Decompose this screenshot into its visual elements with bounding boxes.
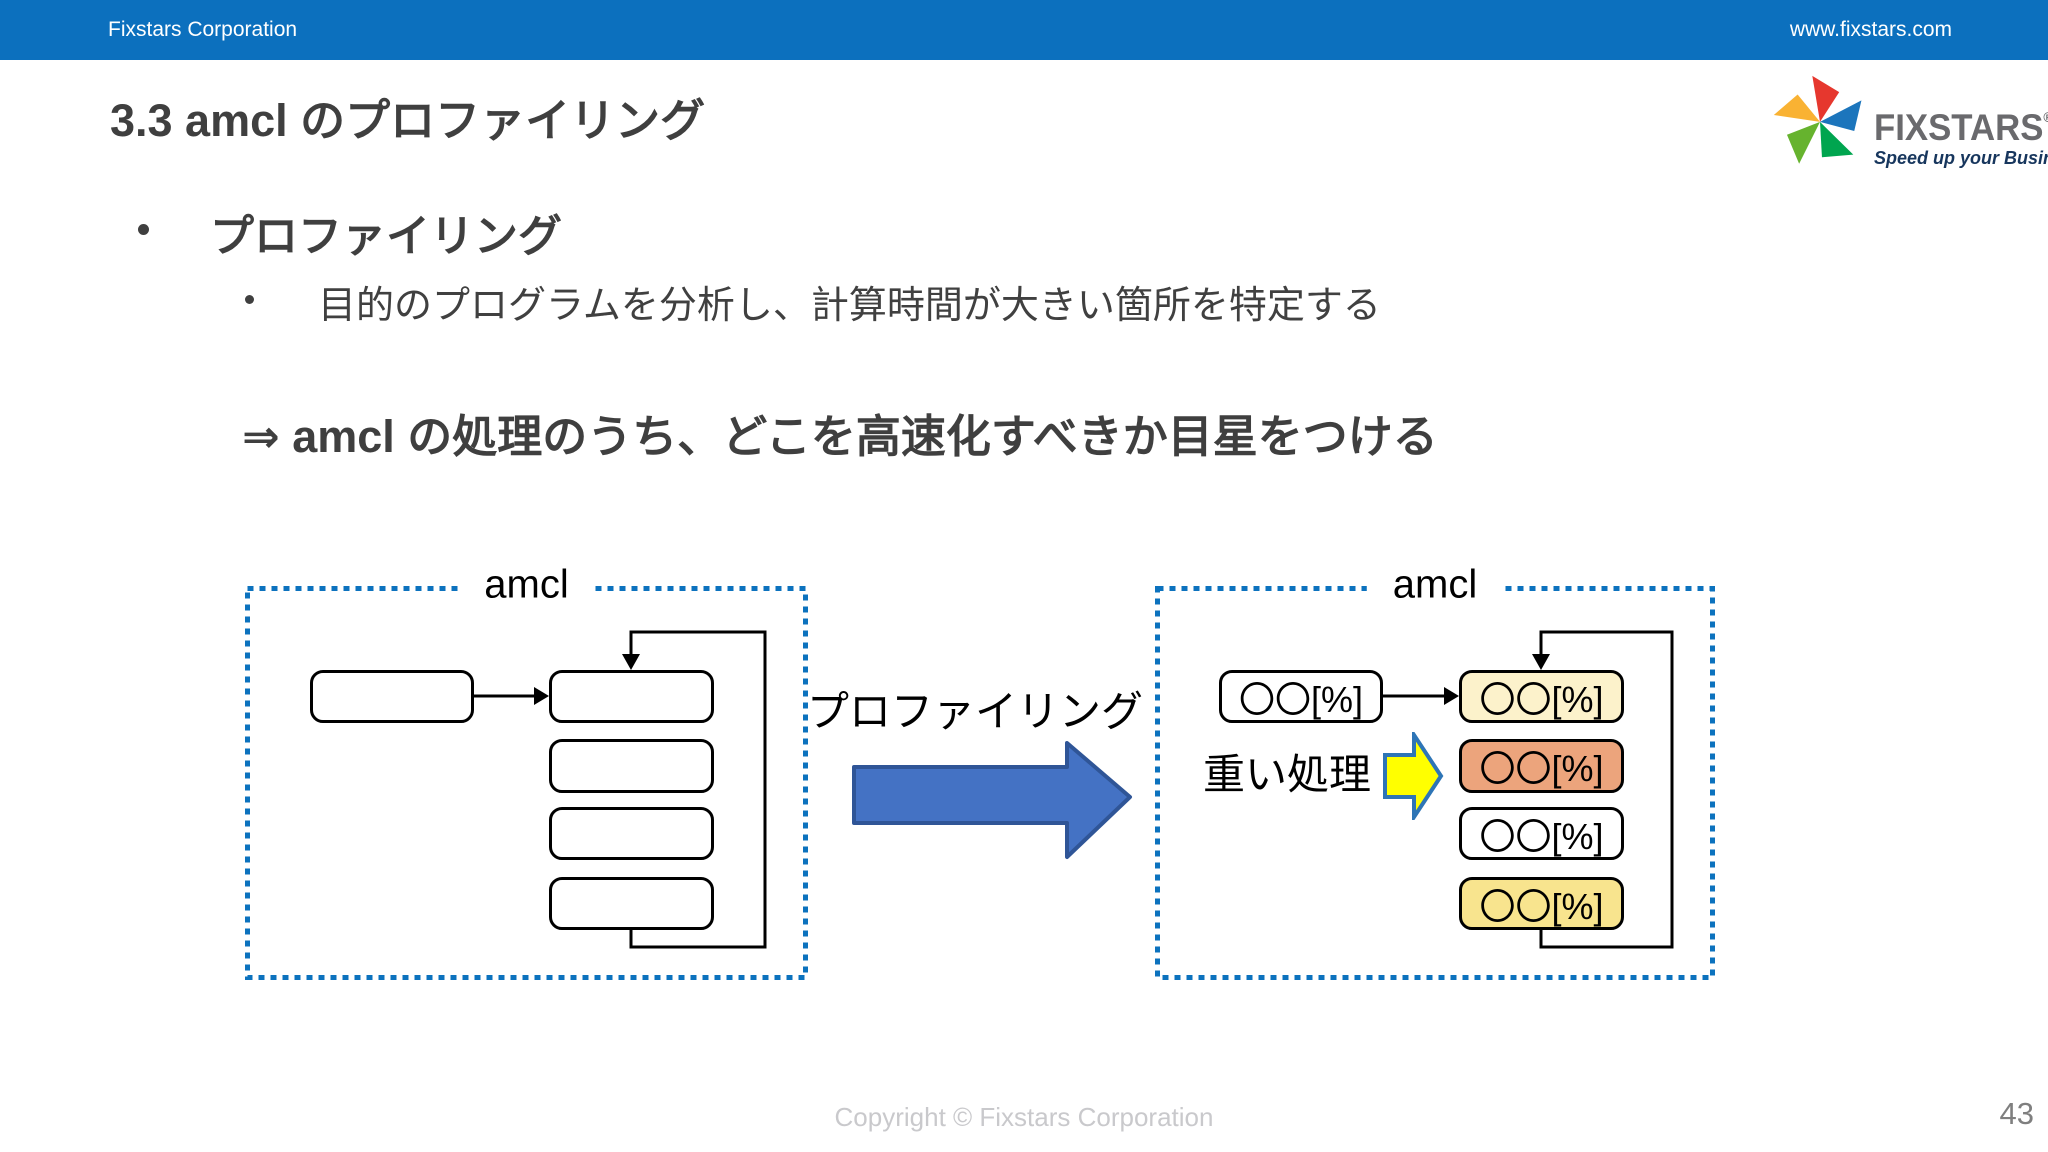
sub-bullet-icon — [245, 295, 254, 304]
brand-tagline: Speed up your Business — [1874, 148, 2048, 168]
header-bar: Fixstars Corporation www.fixstars.com — [0, 0, 2048, 60]
process-step — [549, 807, 714, 860]
bullet-profiling: プロファイリング — [210, 212, 562, 261]
process-step: 〇〇[%] — [1459, 807, 1624, 860]
footer-copyright: Copyright © Fixstars Corporation — [834, 1102, 1214, 1132]
loop-arrowhead-icon — [622, 654, 640, 670]
registered-mark: ® — [2043, 109, 2048, 125]
loop-arrowhead-icon — [1532, 654, 1550, 670]
star-icon — [1773, 75, 1862, 164]
company-name: Fixstars Corporation — [108, 18, 298, 41]
logo-texts: FIXSTARS® Speed up your Business — [1868, 72, 2048, 172]
website-link[interactable]: www.fixstars.com — [1789, 18, 1952, 41]
conclusion-text: ⇒ amcl の処理のうち、どこを高速化すべきか目星をつける — [242, 411, 1438, 462]
amcl-label: amcl — [1366, 562, 1504, 608]
heavy-process-label: 重い処理 — [1202, 751, 1371, 798]
process-step: 〇〇[%] — [1459, 877, 1624, 930]
process-step — [549, 670, 714, 723]
page-number: 43 — [1999, 1096, 2034, 1131]
input-box — [310, 670, 474, 723]
heavy-arrow-icon — [1383, 732, 1444, 820]
process-step — [549, 739, 714, 793]
dotted-border — [245, 586, 808, 980]
input-box: 〇〇[%] — [1219, 670, 1383, 723]
loop-arrow — [629, 630, 767, 949]
amcl-box-frame — [245, 586, 808, 980]
amcl-box-before: amcl — [245, 562, 808, 980]
amcl-label: amcl — [458, 562, 595, 608]
bullet-icon — [138, 224, 149, 235]
process-step-heavy: 〇〇[%] — [1459, 739, 1624, 793]
profiling-arrow-icon — [852, 741, 1132, 859]
fixstars-logo: FIXSTARS® Speed up your Business — [1772, 72, 2048, 172]
sub-bullet-text: 目的のプログラムを分析し、計算時間が大きい箇所を特定する — [318, 285, 1381, 327]
process-step — [549, 877, 714, 930]
profiling-label: プロファイリング — [806, 688, 1143, 735]
connector-arrowhead-icon — [1444, 687, 1459, 705]
page-title: 3.3 amcl のプロファイリング — [110, 95, 706, 146]
process-step: 〇〇[%] — [1459, 670, 1624, 723]
loop-arrow — [1539, 630, 1674, 949]
brand-wordmark: FIXSTARS® — [1874, 100, 2048, 146]
connector-arrowhead-icon — [534, 687, 549, 705]
amcl-box-after: amcl 〇〇[%] 〇〇[%] 〇〇[%] 〇〇[%] 〇〇[%] 重い処理 — [1155, 562, 1715, 980]
